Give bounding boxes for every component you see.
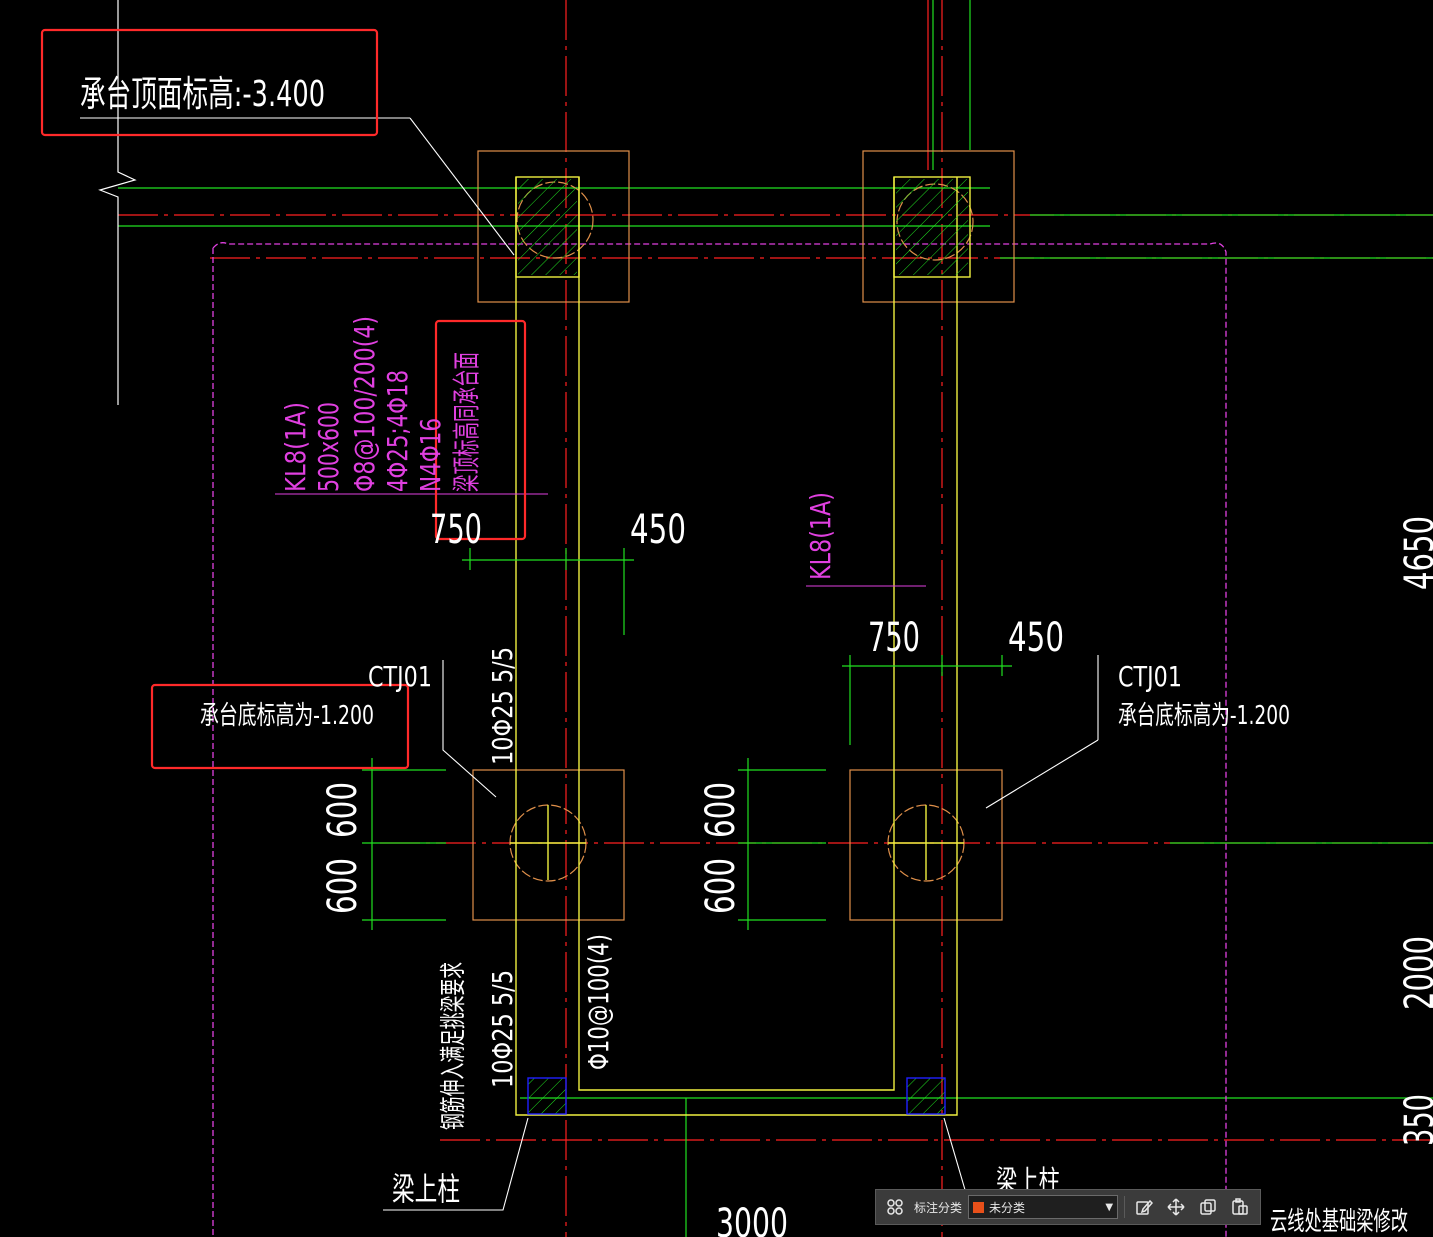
dim-mid-600-b: 600	[698, 858, 744, 914]
dim-top-right-750: 750	[868, 615, 920, 661]
dim-left-600-b: 600	[320, 858, 366, 914]
green-lines	[118, 0, 1433, 1237]
copy-icon[interactable]	[1195, 1194, 1221, 1220]
dim-left-600-a: 600	[320, 782, 366, 838]
edit-icon[interactable]	[1131, 1194, 1157, 1220]
beam-column-left-label: 梁上柱	[392, 1170, 460, 1208]
dim-right-350: 350	[1397, 1094, 1433, 1146]
dim-top-left-750: 750	[430, 507, 482, 553]
dim-top-left-450: 450	[630, 507, 686, 553]
cap-bottom-right-label: 承台底标高为-1.200	[1118, 701, 1290, 731]
toolbar-divider	[1124, 1196, 1126, 1218]
beam-spec-name: KL8(1A)	[279, 402, 312, 492]
category-label: 标注分类	[914, 1200, 963, 1215]
category-color-swatch	[973, 1201, 985, 1213]
annotation-toolbar: 标注分类 未分类 ▼	[875, 1189, 1261, 1225]
rebar-anchor-note: 钢筋伸入满足挑梁要求	[439, 962, 469, 1130]
beam-spec-stirrup: Φ8@100/200(4)	[348, 316, 381, 492]
magenta-underlines	[275, 493, 926, 587]
dimension-lines	[362, 548, 1012, 930]
axis-lines	[118, 0, 1433, 1237]
ctj-right-label: CTJ01	[1118, 660, 1182, 693]
dim-right-4650: 4650	[1397, 516, 1433, 590]
highlight-boxes	[40, 28, 527, 770]
hatched-columns	[518, 179, 968, 1115]
pile-crosses	[510, 805, 964, 880]
stirrup-note-label: Φ10@100(4)	[582, 934, 615, 1070]
ctj-left-label: CTJ01	[368, 660, 432, 693]
cloud-note-label: 云线处基础梁修改	[1270, 1207, 1408, 1237]
category-select[interactable]: 未分类 ▼	[968, 1195, 1119, 1219]
dim-top-right-450: 450	[1008, 615, 1064, 661]
dim-right-2000: 2000	[1397, 936, 1433, 1010]
chevron-down-icon: ▼	[1105, 1201, 1114, 1213]
cap-bottom-left-label: 承台底标高为-1.200	[200, 701, 374, 731]
revision-cloud	[212, 242, 1227, 1237]
move-icon[interactable]	[1163, 1194, 1189, 1220]
kl8-right-label: KL8(1A)	[804, 492, 837, 580]
beam-outlines	[515, 176, 971, 1116]
grid-icon[interactable]	[882, 1194, 908, 1220]
beam-spec-side-bars: N4Φ16	[414, 418, 447, 492]
beam-spec-top-note: 梁顶标高同承台面	[450, 352, 483, 492]
cap-top-elevation-label: 承台顶面标高:-3.400	[80, 74, 325, 115]
dim-mid-600-a: 600	[698, 782, 744, 838]
beam-spec-main-bars: 4Φ25;4Φ18	[381, 370, 414, 492]
break-line	[98, 0, 137, 405]
paste-icon[interactable]	[1227, 1194, 1253, 1220]
dim-bottom-3000: 3000	[716, 1201, 788, 1237]
bars-upper-label: 10Φ25 5/5	[486, 647, 519, 765]
bars-lower-label: 10Φ25 5/5	[486, 970, 519, 1088]
beam-spec-size: 500x600	[312, 402, 345, 492]
category-value: 未分类	[989, 1200, 1026, 1215]
